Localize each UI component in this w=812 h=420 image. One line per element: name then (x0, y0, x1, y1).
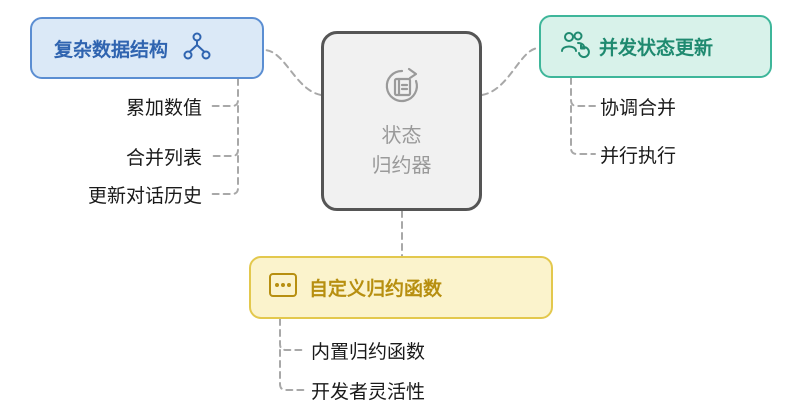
node-label: 复杂数据结构 (54, 38, 169, 61)
center-title-line2: 归约器 (371, 153, 432, 177)
leaf-update-chat-history: 更新对话历史 (87, 185, 202, 207)
link-teal-leaf-2 (570, 105, 596, 155)
link-yellow-leaf-1 (279, 318, 306, 351)
link-blue-leaf-1 (211, 78, 239, 107)
center-node: 状态 归约器 (321, 31, 482, 211)
node-label: 自定义归约函数 (309, 278, 443, 300)
node-concurrent-state-updates: 并发状态更新 (539, 15, 772, 78)
node-label: 并发状态更新 (599, 37, 714, 59)
leaf-parallel-execution: 并行执行 (600, 145, 677, 167)
link-yellow-leaf-2 (279, 349, 306, 391)
leaf-accumulate-values: 累加数值 (125, 97, 202, 119)
node-custom-reducer-functions: 自定义归约函数 (249, 256, 553, 319)
link-center-blue (263, 49, 322, 96)
ellipsis-box-icon (267, 270, 299, 305)
leaf-builtin-reducers: 内置归约函数 (311, 341, 426, 363)
center-title-line1: 状态 (381, 123, 422, 147)
link-blue-leaf-2 (211, 105, 239, 157)
users-sync-icon (559, 29, 591, 64)
link-center-teal (481, 47, 540, 96)
tree-structure-icon (182, 31, 212, 66)
link-teal-leaf-1 (570, 77, 596, 107)
leaf-merge-lists: 合并列表 (125, 147, 202, 169)
node-complex-data-structures: 复杂数据结构 (30, 17, 264, 79)
refresh-document-icon (382, 66, 422, 114)
leaf-developer-flexibility: 开发者灵活性 (311, 381, 426, 403)
link-blue-leaf-3 (211, 155, 239, 195)
leaf-coordinate-merge: 协调合并 (600, 97, 677, 119)
